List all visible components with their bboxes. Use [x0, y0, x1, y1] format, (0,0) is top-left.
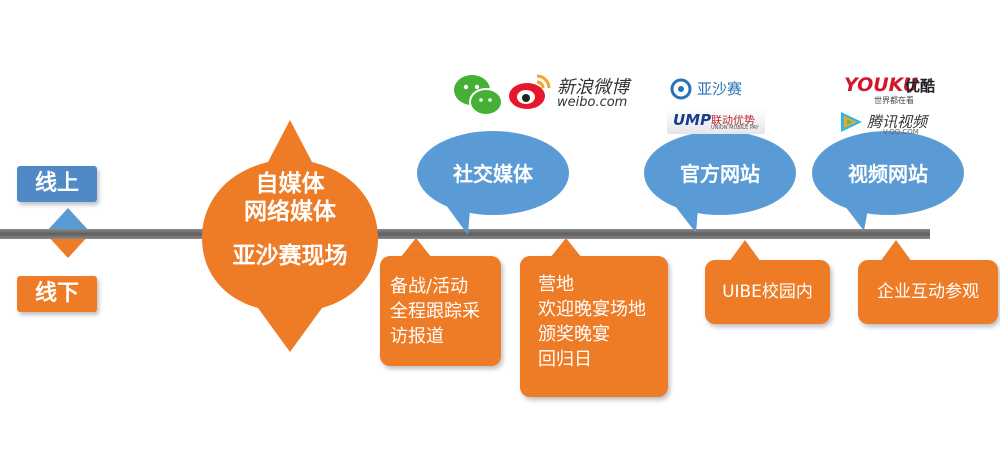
youku-slogan-text: 世界都在看: [874, 96, 914, 105]
up-down-arrow-icon: [46, 208, 90, 258]
offline-box-2-line-3: 颁奖晚宴: [538, 324, 610, 345]
wechat-icon: [454, 75, 503, 116]
offline-box-2-line-2: 欢迎晚宴场地: [538, 299, 646, 320]
offline-box-2-pointer: [550, 238, 582, 258]
offline-box-1-line-1: 备战/活动: [390, 276, 469, 297]
hub-line-2: 网络媒体: [244, 199, 336, 225]
hub-shape: [202, 120, 378, 352]
offline-box-3-line-1: UIBE校园内: [722, 282, 813, 302]
offline-box-4-line-1: 企业互动参观: [877, 282, 979, 302]
tencent-url-text: V.QQ.COM: [883, 128, 919, 136]
offline-box-1-shape: [400, 238, 432, 258]
weibo-icon: [509, 74, 551, 109]
hub-text: 自媒体 网络媒体 亚沙赛现场: [200, 170, 380, 270]
offline-label: 线下: [17, 276, 97, 312]
youku-cn-text: 优酷: [905, 77, 936, 95]
official-site-label: 官方网站: [680, 162, 760, 186]
tencent-video-icon: [841, 112, 862, 132]
offline-box-2-line-1: 营地: [538, 274, 574, 295]
offline-box-camp: 营地 欢迎晚宴场地 颁奖晚宴 回归日: [520, 256, 668, 397]
offline-box-campus: UIBE校园内: [705, 260, 830, 324]
ump-text: UMP: [673, 111, 712, 129]
hub-line-1: 自媒体: [255, 171, 325, 197]
offline-box-4-pointer: [880, 240, 912, 262]
offline-box-enterprise: 企业互动参观: [858, 260, 998, 324]
hub-line-3: 亚沙赛现场: [232, 243, 348, 269]
ump-en-text: UNION MOBILE PAY: [711, 125, 759, 131]
weibo-cn-text: 新浪微博: [557, 77, 629, 98]
offline-box-2-line-4: 回归日: [538, 349, 592, 370]
ump-logo: UMP 联动优势 UNION MOBILE PAY: [667, 108, 765, 134]
video-sites-bubble: [812, 131, 964, 231]
offline-box-prep: 备战/活动 全程跟踪采 访报道: [380, 256, 501, 366]
offline-box-3-pointer: [729, 240, 761, 262]
tencent-video-text: 腾讯视频: [867, 113, 928, 131]
weibo-en-text: weibo.com: [557, 95, 628, 110]
asian-beach-games-text: 亚沙赛: [697, 80, 743, 98]
youku-en-text: YOUKU: [844, 74, 919, 96]
offline-box-1-line-3: 访报道: [390, 326, 444, 347]
asian-beach-games-logo-icon: [670, 78, 692, 100]
official-site-bubble: [644, 131, 796, 233]
ump-cn-text: 联动优势: [711, 114, 755, 127]
online-label: 线上: [17, 166, 97, 202]
video-sites-label: 视频网站: [848, 162, 928, 186]
timeline-bar: [0, 229, 930, 239]
social-media-label: 社交媒体: [453, 162, 533, 186]
social-media-bubble: [417, 131, 569, 235]
offline-box-1-line-2: 全程跟踪采: [390, 301, 480, 322]
